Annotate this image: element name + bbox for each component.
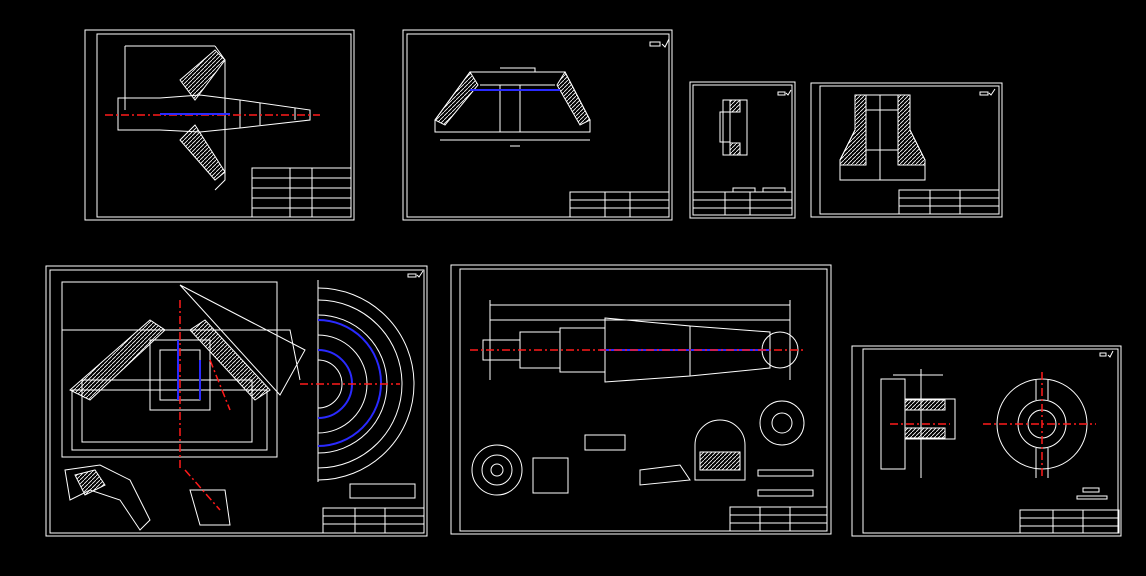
sheet-6-main-shaft[interactable] (450, 264, 832, 535)
sheet-7-hub[interactable] (851, 345, 1122, 537)
sheet-3-bushing[interactable] (689, 81, 796, 219)
sheet-4-sleeve[interactable] (810, 82, 1003, 218)
sheet-1-assembly-shaft[interactable] (84, 29, 355, 221)
sheet-5-crusher-assembly[interactable] (45, 265, 428, 537)
sheet-2-cone[interactable] (402, 29, 673, 221)
